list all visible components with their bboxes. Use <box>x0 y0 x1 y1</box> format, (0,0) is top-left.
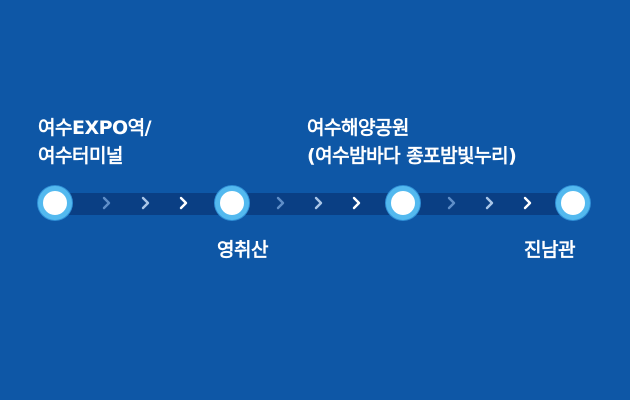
chevron-right-icon <box>523 196 533 210</box>
station-label-yeongchwisan-text: 영취산 <box>217 239 268 261</box>
station-label-jinnamgwan-text: 진남관 <box>524 239 575 261</box>
chevron-right-icon <box>179 196 189 210</box>
chevron-right-icon <box>352 196 362 210</box>
station-label-expo-line1: 여수EXPO역/ <box>38 117 152 139</box>
station-label-haeyang: 여수해양공원 (여수밤바다 종포밤빛누리) <box>307 114 517 170</box>
station-node-yeongchwisan-icon <box>215 186 249 220</box>
station-label-haeyang-line1: 여수해양공원 <box>307 117 409 139</box>
chevron-right-icon <box>102 196 112 210</box>
station-node-haeyang-icon <box>386 186 420 220</box>
chevron-right-icon <box>447 196 457 210</box>
station-label-expo: 여수EXPO역/ 여수터미널 <box>38 114 152 170</box>
chevron-right-icon <box>314 196 324 210</box>
station-label-expo-line2: 여수터미널 <box>38 145 123 167</box>
station-label-jinnamgwan: 진남관 <box>524 236 575 264</box>
station-node-jinnamgwan-icon <box>556 186 590 220</box>
station-node-expo-icon <box>38 186 72 220</box>
chevron-right-icon <box>276 196 286 210</box>
station-label-haeyang-line2: (여수밤바다 종포밤빛누리) <box>307 145 517 167</box>
station-label-yeongchwisan: 영취산 <box>217 236 268 264</box>
chevron-right-icon <box>485 196 495 210</box>
route-track <box>56 193 574 215</box>
chevron-right-icon <box>141 196 151 210</box>
